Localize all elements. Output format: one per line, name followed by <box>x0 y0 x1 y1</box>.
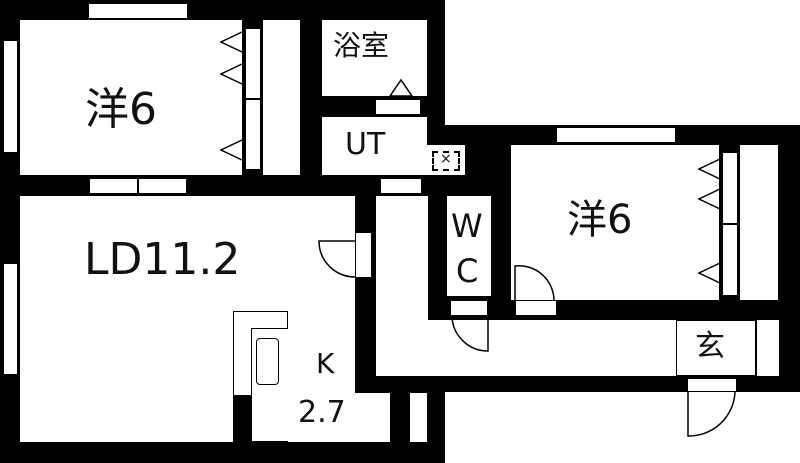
kitchen-floor-extension <box>355 393 390 442</box>
western-room-1-label: 洋6 <box>85 84 157 135</box>
kitchen-label-area: 2.7 <box>298 395 346 430</box>
entrance-area <box>676 320 756 376</box>
closet-door-panel-2a <box>722 152 738 224</box>
western-room-1-closet <box>263 20 300 175</box>
drain-mark-icon: × <box>440 151 452 167</box>
window-top-room1[interactable] <box>88 3 188 19</box>
front-door-panel[interactable] <box>687 378 737 392</box>
closet-open-arrows-room1 <box>219 31 243 161</box>
window-left-ld[interactable] <box>3 263 18 375</box>
washing-machine-pan <box>432 151 460 171</box>
western-room-2-closet <box>740 145 778 300</box>
kitchen-sink <box>256 338 279 385</box>
kitchen-label-k: K <box>316 347 335 380</box>
bathroom-floor <box>322 20 427 96</box>
window-room1-bottom-left[interactable] <box>89 178 138 194</box>
room2-door-panel[interactable] <box>515 300 557 316</box>
bathroom-label: 浴室 <box>333 29 390 62</box>
closet-open-arrows-room2 <box>697 158 721 284</box>
western-room-2-label: 洋6 <box>567 197 633 243</box>
entrance-label: 玄 <box>695 329 725 364</box>
closet-door-panel-1a <box>245 28 261 99</box>
kitchen-counter-base <box>233 395 253 442</box>
kitchen-counter-inner <box>251 328 288 442</box>
wc-door-panel[interactable] <box>450 300 488 316</box>
ld-door-swing <box>318 240 356 278</box>
room2-door-swing <box>514 265 555 301</box>
kitchen-side-slot <box>410 393 427 442</box>
closet-door-panel-1b <box>245 99 261 170</box>
window-left-room1[interactable] <box>3 40 18 153</box>
window-room1-bottom-right[interactable] <box>138 178 187 194</box>
utility-label: UT <box>345 127 386 162</box>
front-door-swing <box>687 391 736 437</box>
window-top-room2[interactable] <box>556 127 676 143</box>
wc-door-swing <box>451 316 489 352</box>
shoe-box <box>756 320 779 376</box>
utility-floor <box>322 117 427 175</box>
toilet-label-c: C <box>456 252 479 290</box>
western-room-1-floor <box>20 20 242 175</box>
western-room-2-floor <box>511 145 719 300</box>
ld-door-panel[interactable] <box>355 232 372 278</box>
closet-door-panel-2b <box>722 224 738 296</box>
bathroom-door-panel[interactable] <box>375 99 421 115</box>
toilet-label-w: W <box>451 207 483 245</box>
bathroom-door-arrow <box>388 78 414 97</box>
toilet-floor <box>447 196 491 296</box>
living-dining-floor <box>20 196 355 442</box>
living-dining-label: LD11.2 <box>84 234 241 285</box>
ut-bottom-door-panel[interactable] <box>380 178 422 194</box>
